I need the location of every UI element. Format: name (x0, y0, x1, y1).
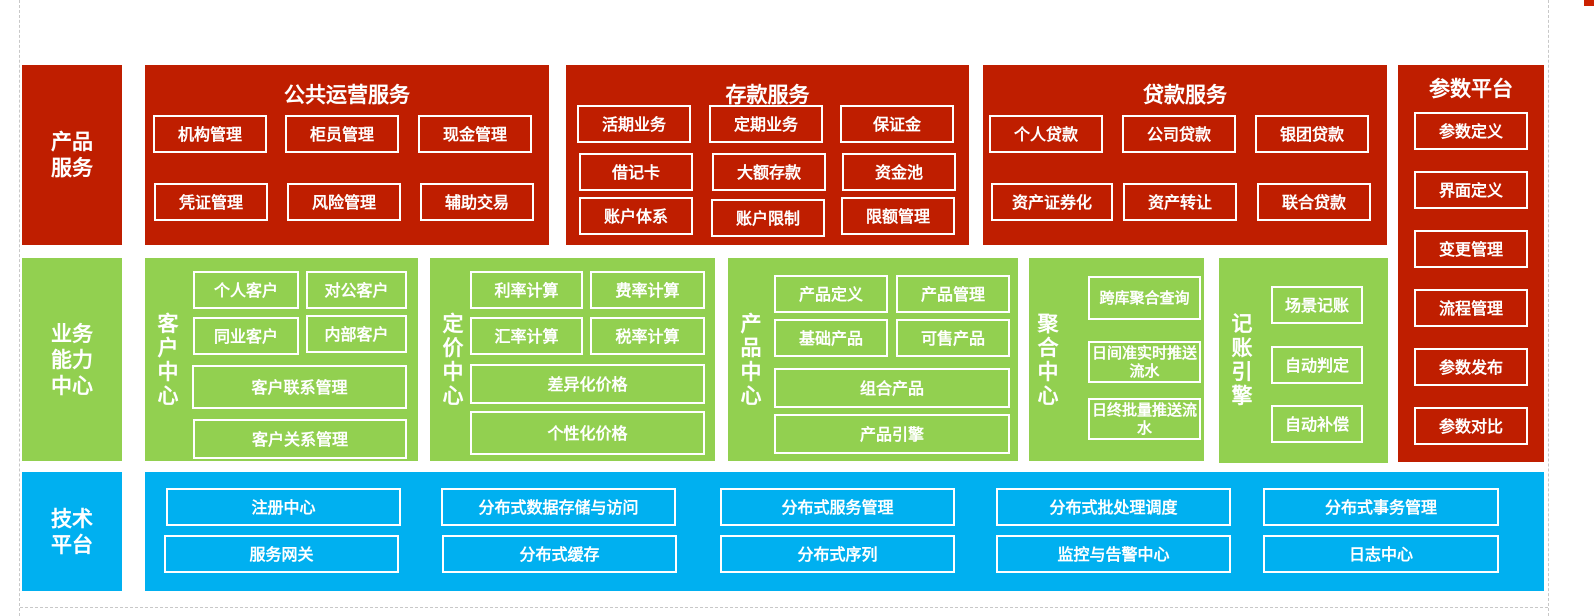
customer-title: 客户中心 (157, 312, 179, 408)
public-ops-item[interactable]: 机构管理 (153, 115, 267, 153)
layer-tech-label: 技术平台 (51, 506, 93, 557)
layer-tech: 技术平台 (22, 472, 122, 591)
accounting-item[interactable]: 场景记账 (1271, 286, 1363, 324)
pricing-item[interactable]: 汇率计算 (470, 317, 583, 355)
customer-item[interactable]: 对公客户 (306, 271, 407, 309)
aggregate-item[interactable]: 日终批量推送流水 (1088, 398, 1201, 440)
deposit-item[interactable]: 定期业务 (709, 105, 823, 143)
pricing-panel: 定价中心 利率计算 费率计算 汇率计算 税率计算 差异化价格 个性化价格 (430, 258, 715, 461)
public-ops-item[interactable]: 柜员管理 (285, 115, 399, 153)
product-center-item[interactable]: 产品定义 (774, 275, 888, 313)
tech-item[interactable]: 监控与告警中心 (996, 535, 1231, 573)
tech-item[interactable]: 分布式数据存储与访问 (441, 488, 676, 526)
param-item[interactable]: 流程管理 (1414, 289, 1528, 327)
product-center-item[interactable]: 基础产品 (774, 319, 888, 357)
public-ops-title: 公共运营服务 (284, 83, 410, 107)
pricing-item[interactable]: 税率计算 (590, 317, 705, 355)
loan-item[interactable]: 资产转让 (1123, 183, 1237, 221)
loan-item[interactable]: 个人贷款 (989, 115, 1103, 153)
deposit-title: 存款服务 (725, 83, 810, 107)
tech-item[interactable]: 分布式事务管理 (1263, 488, 1499, 526)
deposit-item[interactable]: 保证金 (840, 105, 954, 143)
param-item[interactable]: 参数对比 (1414, 407, 1528, 445)
right-guide-line (1548, 0, 1549, 616)
public-ops-item[interactable]: 凭证管理 (154, 183, 268, 221)
accounting-title: 记账引擎 (1231, 312, 1253, 408)
deposit-item[interactable]: 大额存款 (712, 153, 826, 191)
product-center-item[interactable]: 可售产品 (896, 319, 1010, 357)
customer-panel: 客户中心 个人客户 对公客户 同业客户 内部客户 客户联系管理 客户关系管理 (145, 258, 418, 461)
tech-item[interactable]: 分布式批处理调度 (996, 488, 1231, 526)
customer-item[interactable]: 客户联系管理 (192, 365, 407, 409)
customer-item[interactable]: 内部客户 (306, 315, 407, 353)
left-guide-line (19, 0, 20, 616)
pricing-item[interactable]: 费率计算 (590, 271, 705, 309)
product-center-title: 产品中心 (740, 312, 762, 408)
layer-product: 产品服务 (22, 65, 122, 245)
deposit-item[interactable]: 资金池 (842, 153, 956, 191)
aggregate-item[interactable]: 日间准实时推送流水 (1088, 341, 1201, 383)
tech-item[interactable]: 日志中心 (1263, 535, 1499, 573)
loan-item[interactable]: 联合贷款 (1257, 183, 1371, 221)
loan-panel: 贷款服务 个人贷款 公司贷款 银团贷款 资产证券化 资产转让 联合贷款 (983, 65, 1387, 245)
product-center-item[interactable]: 产品引擎 (774, 414, 1010, 454)
loan-item[interactable]: 资产证券化 (991, 183, 1113, 221)
layer-capability-label: 业务能力中心 (51, 321, 93, 398)
public-ops-item[interactable]: 现金管理 (418, 115, 532, 153)
loan-item[interactable]: 公司贷款 (1122, 115, 1236, 153)
tech-item[interactable]: 注册中心 (166, 488, 401, 526)
param-item[interactable]: 变更管理 (1414, 230, 1528, 268)
product-center-panel: 产品中心 产品定义 产品管理 基础产品 可售产品 组合产品 产品引擎 (728, 258, 1018, 461)
deposit-item[interactable]: 账户体系 (579, 197, 693, 235)
param-panel: 参数平台 参数定义 界面定义 变更管理 流程管理 参数发布 参数对比 (1398, 65, 1544, 462)
deposit-item[interactable]: 活期业务 (577, 105, 691, 143)
tech-item[interactable]: 分布式缓存 (442, 535, 677, 573)
param-item[interactable]: 参数发布 (1414, 348, 1528, 386)
deposit-item[interactable]: 借记卡 (579, 153, 693, 191)
accounting-item[interactable]: 自动判定 (1271, 346, 1363, 384)
customer-item[interactable]: 同业客户 (193, 317, 299, 355)
tech-item[interactable]: 服务网关 (164, 535, 399, 573)
pricing-item[interactable]: 利率计算 (470, 271, 583, 309)
tech-panel: 注册中心 分布式数据存储与访问 分布式服务管理 分布式批处理调度 分布式事务管理… (145, 472, 1544, 591)
accounting-item[interactable]: 自动补偿 (1271, 405, 1363, 443)
pricing-item[interactable]: 差异化价格 (470, 364, 705, 404)
accounting-panel: 记账引擎 场景记账 自动判定 自动补偿 (1219, 258, 1388, 463)
tech-item[interactable]: 分布式服务管理 (720, 488, 955, 526)
aggregate-title: 聚合中心 (1037, 312, 1059, 408)
aggregate-item[interactable]: 跨库聚合查询 (1088, 276, 1201, 320)
deposit-item[interactable]: 限额管理 (841, 197, 955, 235)
customer-item[interactable]: 客户关系管理 (193, 419, 407, 459)
public-ops-item[interactable]: 辅助交易 (420, 183, 534, 221)
param-title: 参数平台 (1429, 77, 1513, 101)
corner-marker (1584, 0, 1594, 6)
product-center-item[interactable]: 组合产品 (774, 368, 1010, 408)
layer-product-label: 产品服务 (51, 130, 93, 180)
public-ops-panel: 公共运营服务 机构管理 柜员管理 现金管理 凭证管理 风险管理 辅助交易 (145, 65, 549, 245)
param-item[interactable]: 界面定义 (1414, 171, 1528, 209)
aggregate-panel: 聚合中心 跨库聚合查询 日间准实时推送流水 日终批量推送流水 (1029, 258, 1204, 461)
loan-title: 贷款服务 (1143, 83, 1227, 107)
customer-item[interactable]: 个人客户 (193, 271, 299, 309)
bottom-guide-line (20, 607, 1548, 608)
pricing-item[interactable]: 个性化价格 (470, 411, 705, 455)
product-center-item[interactable]: 产品管理 (896, 275, 1010, 313)
public-ops-item[interactable]: 风险管理 (287, 183, 401, 221)
layer-capability: 业务能力中心 (22, 258, 122, 461)
loan-item[interactable]: 银团贷款 (1255, 115, 1369, 153)
deposit-item[interactable]: 账户限制 (711, 199, 825, 237)
tech-item[interactable]: 分布式序列 (720, 535, 955, 573)
pricing-title: 定价中心 (442, 312, 464, 408)
deposit-panel: 存款服务 活期业务 定期业务 保证金 借记卡 大额存款 资金池 账户体系 账户限… (566, 65, 969, 245)
param-item[interactable]: 参数定义 (1414, 112, 1528, 150)
